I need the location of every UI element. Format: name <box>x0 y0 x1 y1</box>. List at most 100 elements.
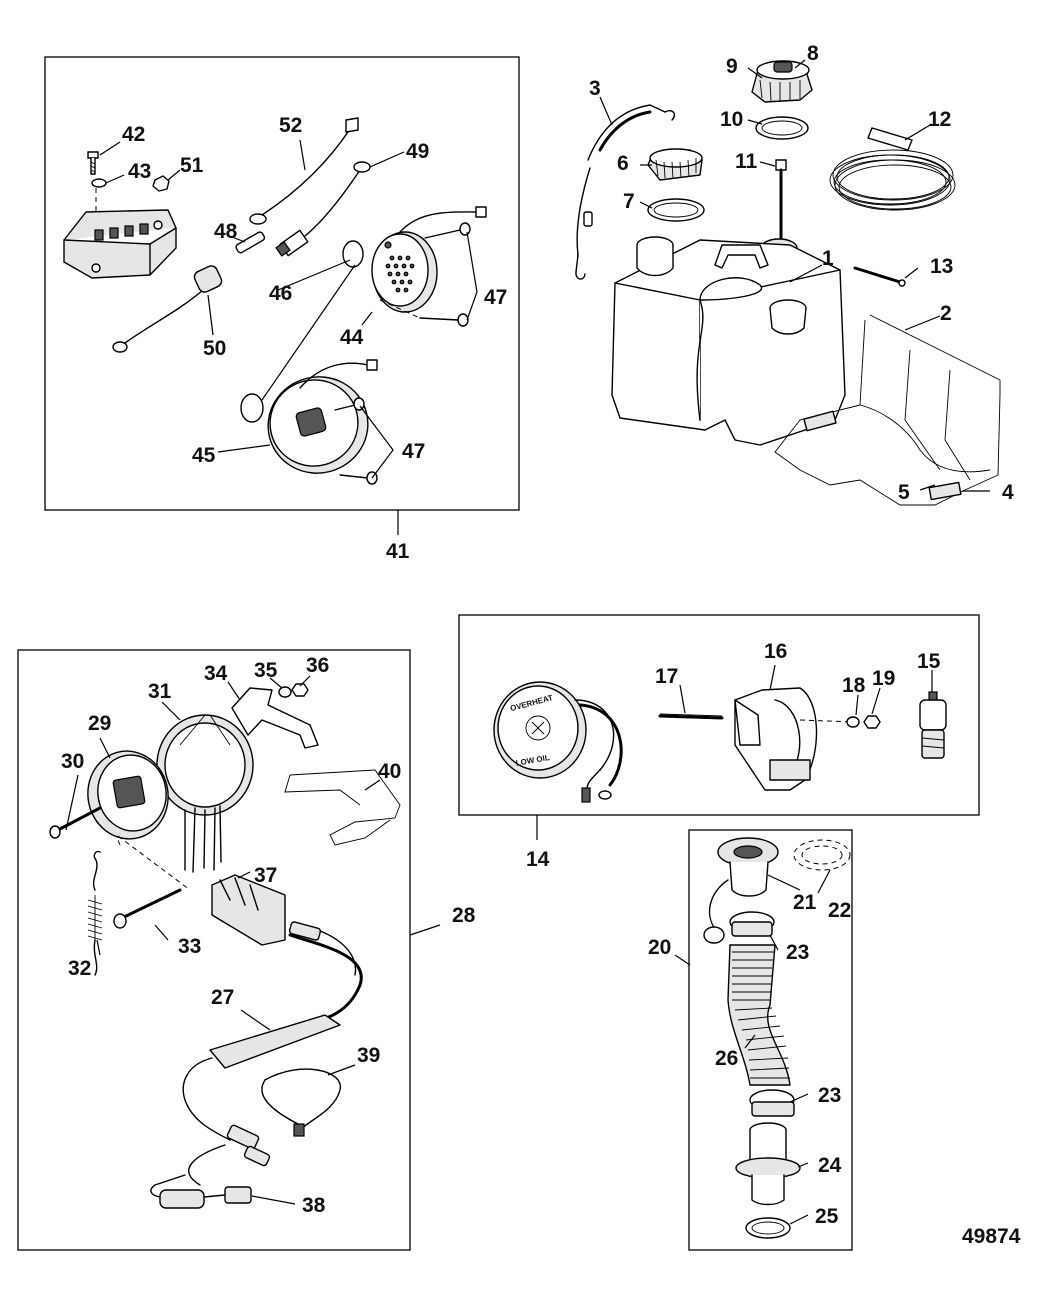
part-27-wiring-harness <box>182 921 363 1186</box>
callout-7: 7 <box>623 190 635 213</box>
callout-50: 50 <box>203 337 226 360</box>
part-25-washer <box>745 1217 791 1239</box>
part-16-mounting-bracket <box>734 687 856 791</box>
part-47-screws-upper <box>379 222 471 327</box>
part-35-washer <box>278 686 292 698</box>
part-15-bulb <box>919 691 947 759</box>
callout-16: 16 <box>764 640 787 663</box>
part-50-fuse-holder <box>112 265 223 353</box>
callout-17: 17 <box>655 665 678 688</box>
callout-36: 36 <box>306 654 329 677</box>
callout-26: 26 <box>715 1047 738 1070</box>
part-39-cable-tie <box>261 1068 341 1137</box>
callout-22: 22 <box>828 899 851 922</box>
part-52-ground-wire <box>249 117 359 225</box>
callout-3: 3 <box>589 77 601 100</box>
callout-24: 24 <box>818 1154 842 1177</box>
callout-34: 34 <box>204 662 228 685</box>
part-3-tank-strap-rod <box>575 104 676 280</box>
callout-37: 37 <box>254 864 277 887</box>
part-7-cap-gasket <box>647 198 705 222</box>
group-box-28 <box>17 649 411 1251</box>
callout-11: 11 <box>735 150 758 173</box>
callout-21: 21 <box>793 891 817 914</box>
callout-9: 9 <box>726 55 738 78</box>
part-11-pickup-tube <box>760 159 798 258</box>
part-10-gasket <box>755 116 809 140</box>
callout-43: 43 <box>128 160 151 183</box>
part-14-gauge-face: OVERHEAT LOW OIL <box>493 681 587 779</box>
part-18-washer <box>846 716 860 728</box>
part-45-warning-gauge <box>267 359 378 474</box>
callout-13: 13 <box>930 255 953 278</box>
callout-18: 18 <box>842 674 866 697</box>
box41-leader-lines <box>99 139 478 535</box>
part-48-fuse <box>235 231 266 254</box>
callout-47b: 47 <box>402 440 425 463</box>
fill-o-ring <box>703 926 725 944</box>
callout-29: 29 <box>88 712 111 735</box>
group-box-14 <box>458 614 980 816</box>
callout-12: 12 <box>928 108 951 131</box>
gauge-wires <box>574 699 623 803</box>
figure-number: 49874 <box>962 1225 1021 1248</box>
part-30-screw <box>49 806 102 839</box>
part-38-connector <box>150 1124 271 1209</box>
callout-27: 27 <box>211 986 234 1009</box>
part-43-lock-washer <box>91 178 107 188</box>
callout-35: 35 <box>254 659 278 682</box>
callout-46: 46 <box>269 282 292 305</box>
callout-32: 32 <box>68 957 91 980</box>
callout-33: 33 <box>178 935 201 958</box>
part-21-fill-fitting <box>708 837 779 936</box>
part-rectifier-module <box>63 209 177 279</box>
part-19-nut <box>863 715 881 729</box>
callout-25: 25 <box>815 1205 839 1228</box>
callout-41: 41 <box>386 540 410 563</box>
callout-31: 31 <box>148 680 172 703</box>
callout-19: 19 <box>872 667 895 690</box>
part-6-tank-cap <box>647 148 703 181</box>
callout-28: 28 <box>452 904 476 927</box>
callout-30: 30 <box>61 750 84 773</box>
callout-4: 4 <box>1002 481 1014 504</box>
part-46-gasket-lower <box>240 393 264 423</box>
callout-23b: 23 <box>818 1084 841 1107</box>
group-box-41 <box>44 56 520 511</box>
part-37-terminal-block <box>211 874 286 946</box>
part-2-tank-bracket <box>774 314 1001 506</box>
callout-2: 2 <box>940 302 952 325</box>
housing-wires <box>184 805 222 873</box>
box20-leader-lines <box>674 869 831 1225</box>
part-51-nut <box>152 175 170 192</box>
part-17-stud <box>658 714 724 720</box>
part-33-screw <box>113 888 182 929</box>
callout-5: 5 <box>898 481 910 504</box>
callout-numbers: 1 2 3 4 5 6 7 8 9 10 11 12 13 14 15 16 1… <box>61 42 1014 1228</box>
part-29-warning-gauge <box>87 750 169 840</box>
callout-23a: 23 <box>786 941 809 964</box>
callout-14: 14 <box>526 848 550 871</box>
part-12-fuel-line-hose <box>829 127 956 211</box>
callout-20: 20 <box>648 936 671 959</box>
part-40-retainer-clip <box>284 769 401 846</box>
callout-10: 10 <box>720 108 743 131</box>
tank-leader-lines <box>599 59 990 492</box>
callout-38: 38 <box>302 1194 326 1217</box>
callout-40: 40 <box>378 760 401 783</box>
part-36-nut <box>291 683 309 697</box>
part-26-fill-hose <box>727 944 791 1086</box>
part-46-gasket-upper <box>342 240 364 268</box>
part-1-fuel-tank <box>611 236 846 446</box>
callout-6: 6 <box>617 152 629 175</box>
callout-42: 42 <box>122 123 145 146</box>
part-23-hose-clamp-lower <box>749 1089 795 1117</box>
box28-leader-lines <box>65 675 441 1205</box>
callout-8: 8 <box>807 42 819 65</box>
part-49-lead <box>275 161 371 257</box>
part-34-bracket <box>231 687 319 749</box>
box14-leader-lines <box>536 664 933 840</box>
part-44-warning-horn <box>371 206 487 313</box>
callout-47a: 47 <box>484 286 507 309</box>
